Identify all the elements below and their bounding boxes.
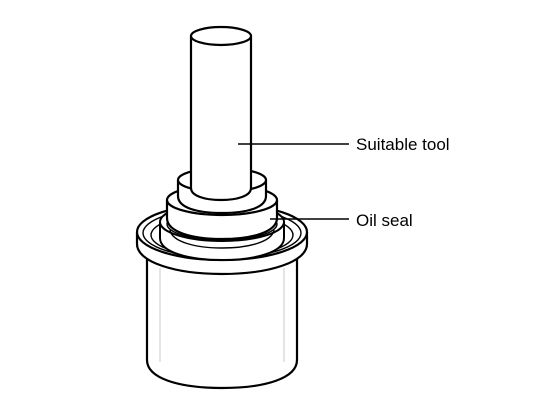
tool-label: Suitable tool [356,135,450,154]
tool-shaft [189,36,253,202]
seal-label: Oil seal [356,211,413,230]
tool-top [189,25,253,47]
suitable-tool [165,25,279,241]
housing-body [145,256,299,390]
housing [145,256,299,390]
